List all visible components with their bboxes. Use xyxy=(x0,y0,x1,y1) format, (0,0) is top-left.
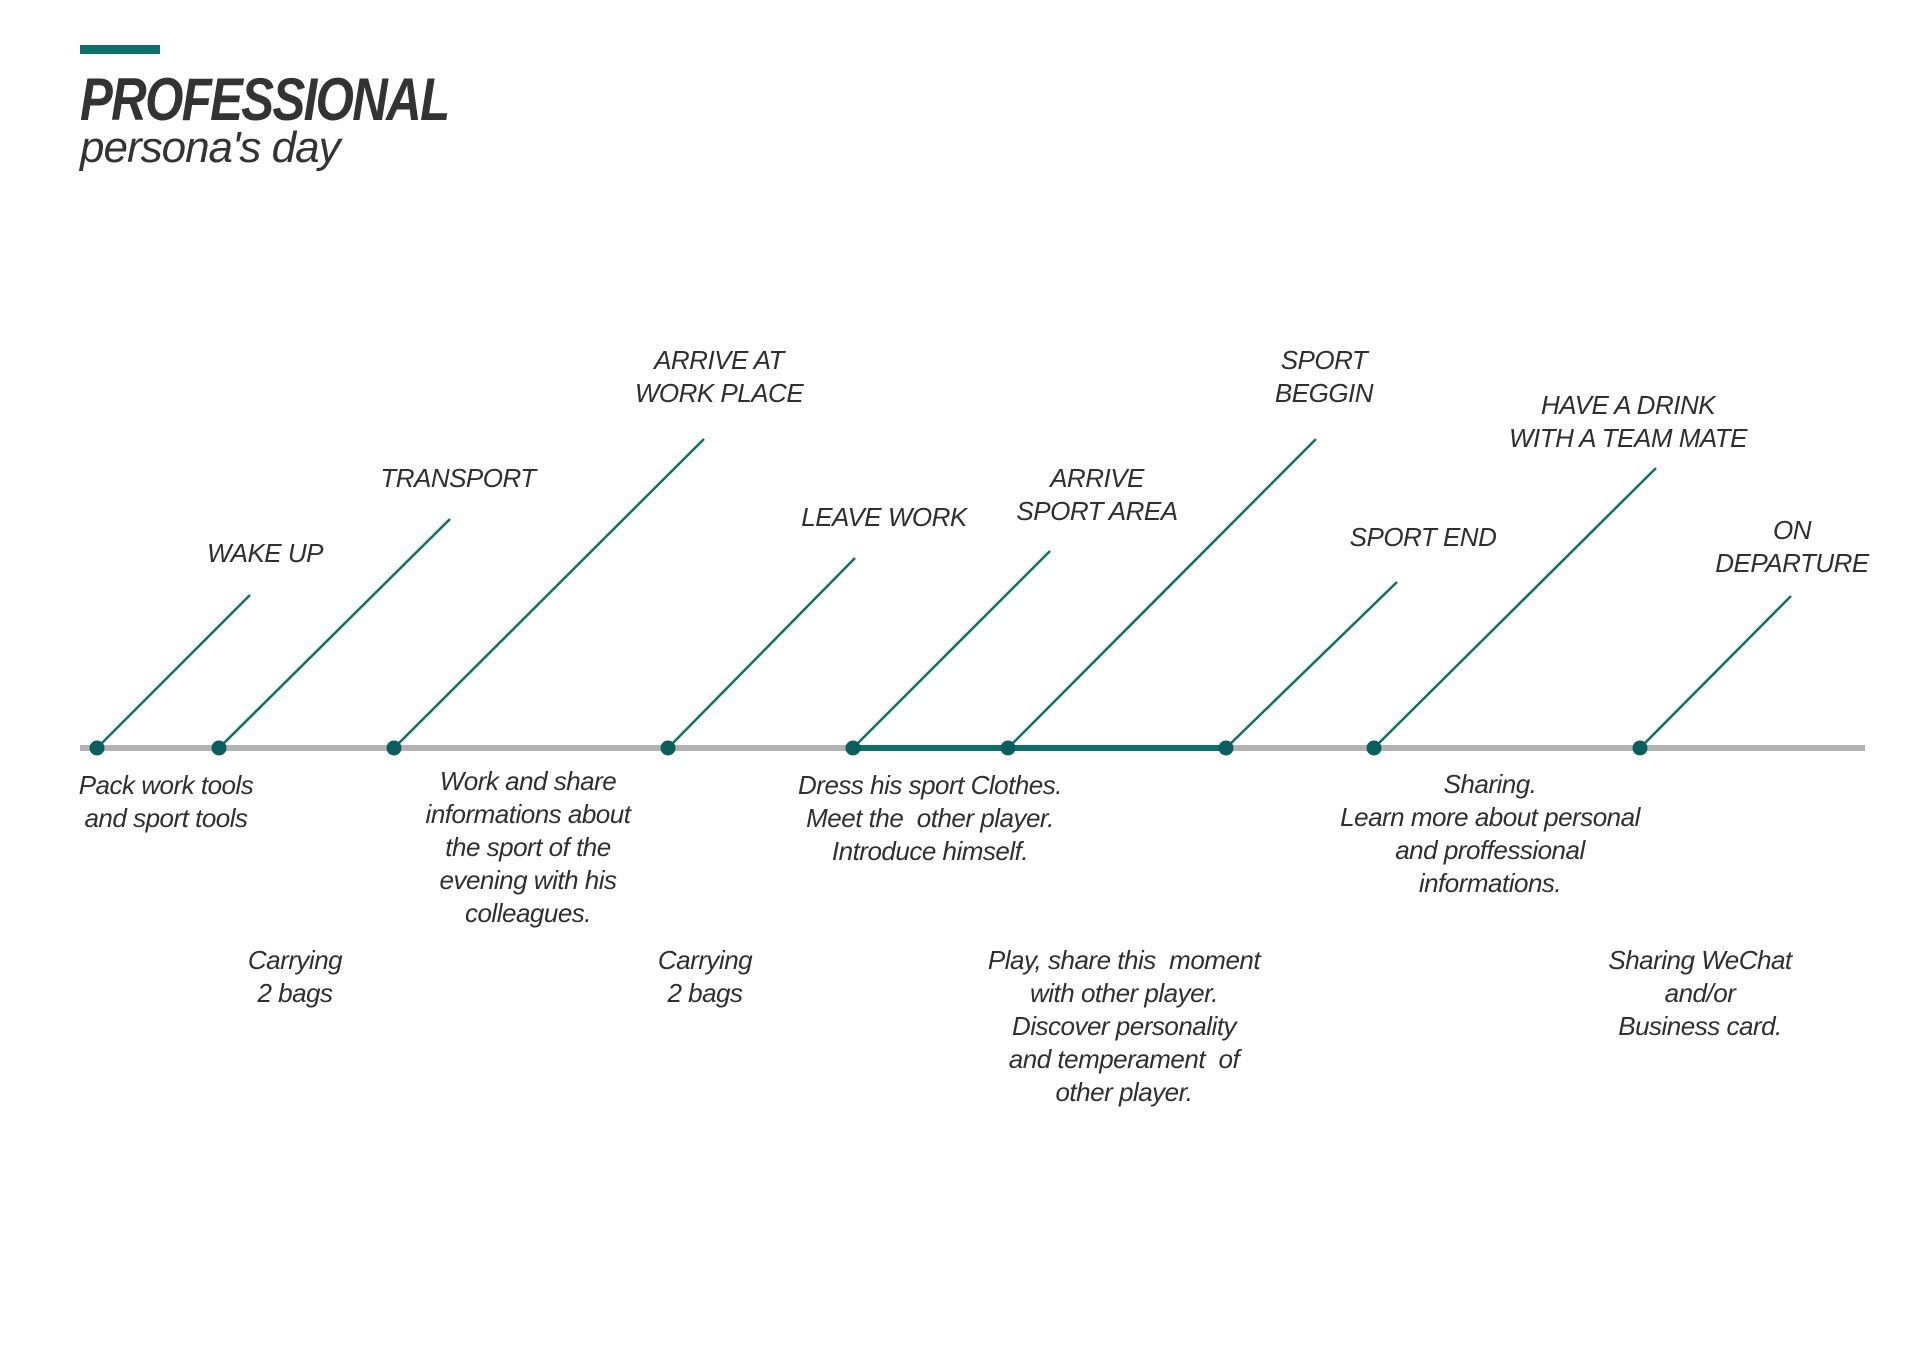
event-label-sport-begin: SPORT BEGGIN xyxy=(1274,345,1374,408)
activity-carrying-bags-2: Carrying 2 bags xyxy=(657,945,753,1008)
connector-wake-up xyxy=(96,594,251,749)
connector-departure xyxy=(1639,595,1792,749)
event-label-departure: ON DEPARTURE xyxy=(1715,515,1869,578)
timeline-dot xyxy=(1218,740,1234,756)
activity-work-share: Work and share informations about the sp… xyxy=(425,766,631,928)
accent-bar xyxy=(80,45,160,54)
timeline-dot xyxy=(1000,740,1016,756)
activity-play-share: Play, share this moment with other playe… xyxy=(987,945,1261,1107)
connector-arrive-sport xyxy=(852,550,1051,749)
page-title: PROFESSIONAL xyxy=(80,66,450,133)
connector-leave-work xyxy=(667,557,856,749)
connector-sport-begin xyxy=(1007,438,1317,749)
event-label-arrive-sport: ARRIVE SPORT AREA xyxy=(1016,463,1178,526)
timeline-dot xyxy=(386,740,402,756)
timeline-dot xyxy=(1366,740,1382,756)
connector-sport-end xyxy=(1225,581,1398,749)
event-label-wake-up: WAKE UP xyxy=(207,538,323,568)
connector-drink xyxy=(1373,467,1657,749)
timeline-dot xyxy=(845,740,861,756)
activity-carrying-bags-1: Carrying 2 bags xyxy=(247,945,343,1008)
timeline-dot xyxy=(89,740,105,756)
event-label-transport: TRANSPORT xyxy=(380,463,536,493)
connector-arrive-work xyxy=(393,438,705,749)
event-label-sport-end: SPORT END xyxy=(1349,522,1497,552)
activity-dress: Dress his sport Clothes. Meet the other … xyxy=(798,770,1062,866)
activity-sharing: Sharing. Learn more about personal and p… xyxy=(1340,769,1640,898)
page-subtitle: persona's day xyxy=(80,123,341,172)
activity-sharing-wechat: Sharing WeChat and/or Business card. xyxy=(1608,945,1792,1041)
event-label-leave-work: LEAVE WORK xyxy=(801,502,967,532)
event-label-arrive-work: ARRIVE AT WORK PLACE xyxy=(634,345,804,408)
event-label-drink: HAVE A DRINK WITH A TEAM MATE xyxy=(1508,390,1748,453)
activity-pack-tools: Pack work tools and sport tools xyxy=(78,770,254,833)
connector-transport xyxy=(218,518,451,749)
timeline-dot xyxy=(211,740,227,756)
timeline-dot xyxy=(660,740,676,756)
timeline-dot xyxy=(1632,740,1648,756)
